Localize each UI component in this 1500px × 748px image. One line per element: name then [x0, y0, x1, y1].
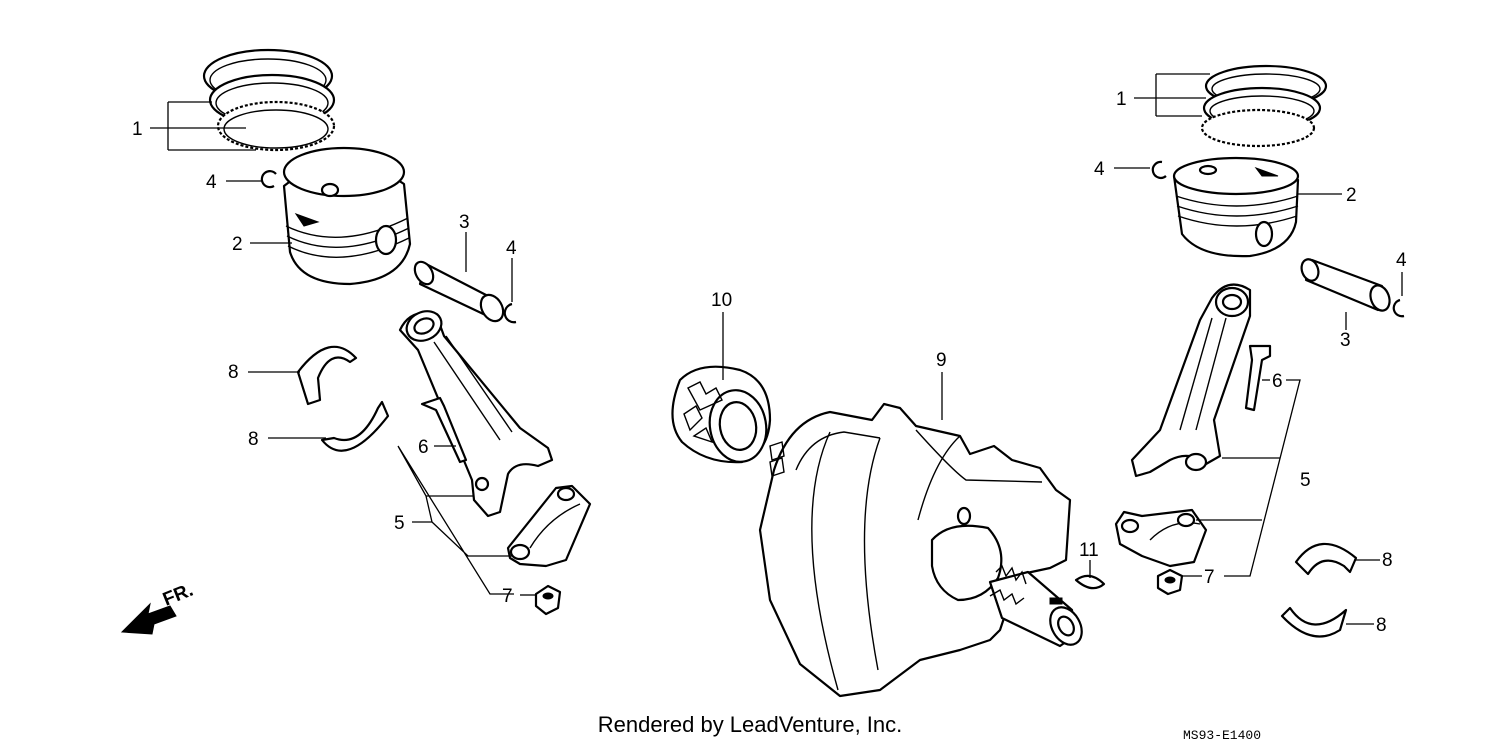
- callout-7-right: 7: [1204, 567, 1215, 588]
- callout-7-left: 7: [502, 586, 513, 607]
- callout-8-left-upper: 8: [228, 362, 239, 383]
- piston-pin-left[interactable]: [411, 259, 508, 326]
- callout-9: 9: [936, 350, 947, 371]
- bearing-shell-left-upper[interactable]: [296, 345, 358, 406]
- circlip-left-lower[interactable]: [503, 302, 517, 324]
- diagram-code: MS93-E1400: [1183, 728, 1262, 743]
- callout-3-right: 3: [1340, 330, 1351, 351]
- callout-8-right-upper: 8: [1382, 550, 1393, 571]
- rod-cap-right[interactable]: [1114, 508, 1208, 568]
- front-direction-label: FR.: [160, 580, 196, 611]
- callout-4-right-lower: 4: [1396, 250, 1407, 271]
- callout-5-left: 5: [394, 513, 405, 534]
- callout-11: 11: [1079, 540, 1099, 561]
- rod-bolt-right[interactable]: [1244, 344, 1272, 412]
- callout-4-right-upper: 4: [1094, 159, 1105, 180]
- piston-right[interactable]: [1172, 156, 1300, 258]
- callout-4-left-lower: 4: [506, 238, 517, 259]
- woodruff-key[interactable]: [1074, 574, 1106, 590]
- callout-5-right: 5: [1300, 470, 1311, 491]
- bearing-shell-right-lower[interactable]: [1280, 606, 1348, 638]
- front-direction-arrow: FR.: [120, 580, 196, 635]
- callout-6-right: 6: [1272, 371, 1283, 392]
- callout-10: 10: [711, 290, 732, 311]
- circlip-right-upper[interactable]: [1151, 160, 1167, 179]
- callout-3-left: 3: [459, 212, 470, 233]
- callout-labels: 1 4 2 3 4 8 8 6 5 7 10 9 11 1 4 2 4 3 6 …: [132, 89, 1407, 636]
- rod-nut-left[interactable]: [534, 584, 562, 616]
- leader-lines: [150, 73, 1403, 625]
- bearing-shell-left-lower[interactable]: [320, 400, 390, 452]
- crank-gear[interactable]: [671, 365, 772, 467]
- piston-pin-right[interactable]: [1299, 257, 1393, 313]
- piston-left[interactable]: [282, 146, 412, 286]
- connecting-rod-left[interactable]: [398, 306, 554, 518]
- callout-2-left: 2: [232, 234, 243, 255]
- piston-rings-left[interactable]: [202, 48, 336, 152]
- connecting-rod-right[interactable]: [1130, 283, 1252, 478]
- callout-6-left: 6: [418, 437, 429, 458]
- callout-4-left-upper: 4: [206, 172, 217, 193]
- rod-nut-right[interactable]: [1156, 568, 1184, 596]
- callout-1-left: 1: [132, 119, 143, 140]
- circlip-right-lower[interactable]: [1392, 298, 1405, 318]
- callout-8-right-lower: 8: [1376, 615, 1387, 636]
- circlip-left-upper[interactable]: [260, 170, 277, 189]
- rod-cap-left[interactable]: [506, 484, 592, 568]
- callout-8-left-lower: 8: [248, 429, 259, 450]
- callout-1-right: 1: [1116, 89, 1127, 110]
- bearing-shell-right-upper[interactable]: [1294, 542, 1358, 576]
- crankshaft[interactable]: [758, 402, 1088, 698]
- piston-rings-right[interactable]: [1200, 64, 1328, 148]
- footer-credit: Rendered by LeadVenture, Inc.: [597, 712, 903, 737]
- callout-2-right: 2: [1346, 185, 1357, 206]
